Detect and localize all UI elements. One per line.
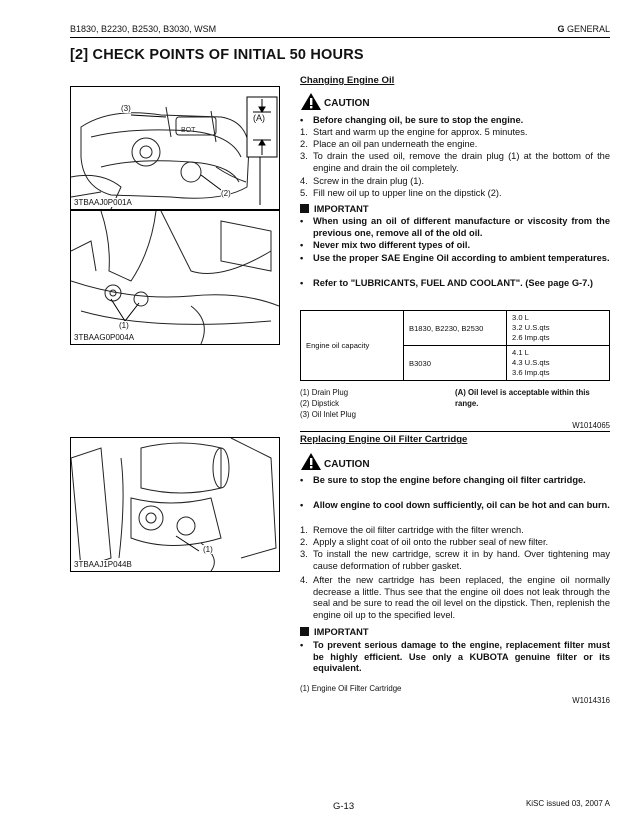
figure-oil-filter: (1) 3TBAAJ1P044B [70,437,280,572]
step-5: 5.Fill new oil up to upper line on the d… [300,188,502,198]
figure-caption: 3TBAAG0P004A [74,333,135,342]
filter-step-2: 2.Apply a slight coat of oil onto the ru… [300,537,549,547]
filter-step-4: 4.After the new cartridge has been repla… [300,575,610,620]
important-bullet-2: •Never mix two different types of oil. [300,240,471,250]
figure-dipstick: BOT (3) (A) (2) 3TBAAJ0P001A [70,86,280,210]
section-divider [300,431,610,432]
header-section: G GENERAL [557,24,610,34]
callout-drain-plug: (1) [119,321,129,330]
capacity-label: Engine oil capacity [300,310,404,381]
legend-list: (1) Drain Plug (2) Dipstick (3) Oil Inle… [300,387,356,420]
filter-step-1: 1.Remove the oil filter cartridge with t… [300,525,524,535]
callout-dipstick: (2) [221,189,231,198]
important-bullet-4: •Refer to "LUBRICANTS, FUEL AND COOLANT"… [300,278,593,288]
caution-label: CAUTION [324,459,370,470]
engine-bottom-illustration [71,211,279,344]
important-bullet-1: •When using an oil of different manufact… [300,216,610,238]
important-square-icon [300,204,309,213]
page-number: G-13 [333,801,355,812]
reference-code: W1014065 [572,421,610,430]
important-square-icon [300,627,309,636]
figure-caption: 3TBAAJ0P001A [74,198,132,207]
header-models: B1830, B2230, B2530, B3030, WSM [70,24,217,34]
warning-triangle-icon [301,453,321,470]
caution-banner [300,452,322,476]
capacity-model-1: B1830, B2230, B2530 [403,310,507,346]
section-heading-filter: Replacing Engine Oil Filter Cartridge [300,434,468,445]
page-title: [2] CHECK POINTS OF INITIAL 50 HOURS [70,47,364,63]
step-2: 2.Place an oil pan underneath the engine… [300,139,478,149]
figure-caption: 3TBAAJ1P044B [74,560,132,569]
issue-info: KiSC issued 03, 2007 A [525,799,610,808]
callout-filter-cartridge: (1) [203,545,213,554]
caution-bullet-2: •Allow engine to cool down sufficiently,… [300,500,610,510]
caution-label: CAUTION [324,98,370,109]
callout-level-range: (A) [253,113,265,123]
section-name: GENERAL [566,24,610,34]
important-bullet-3: •Use the proper SAE Engine Oil according… [300,253,610,263]
legend-item: (1) Drain Plug [300,388,349,397]
caution-banner [300,92,322,116]
header-rule [70,37,610,38]
reference-code: W1014316 [572,696,610,705]
important-heading: IMPORTANT [300,627,369,639]
figure-drain-plug: (1) 3TBAAG0P004A [70,210,280,345]
capacity-values-2: 4.1 L 4.3 U.S.qts 3.6 Imp.qts [506,345,610,381]
oil-capacity-table: Engine oil capacity B1830, B2230, B2530 … [300,310,610,381]
important-bullet: •To prevent serious damage to the engine… [300,640,610,674]
filter-step-3: 3.To install the new cartridge, screw it… [300,549,610,571]
oil-filter-illustration [71,438,277,571]
step-3: 3.To drain the used oil, remove the drai… [300,151,610,173]
legend-a: (A) Oil level is acceptable within this … [455,388,590,408]
section-letter: G [557,24,565,34]
capacity-model-2: B3030 [403,345,507,381]
step-4: 4.Screw in the drain plug (1). [300,176,425,186]
filter-legend: (1) Engine Oil Filter Cartridge [300,684,402,693]
important-heading: IMPORTANT [300,204,369,216]
engine-top-illustration: BOT [71,96,278,209]
caution-bullet: •Before changing oil, be sure to stop th… [300,115,524,125]
capacity-values-1: 3.0 L 3.2 U.S.qts 2.6 Imp.qts [506,310,610,346]
legend-item: (3) Oil Inlet Plug [300,410,356,419]
caution-bullet-1: •Be sure to stop the engine before chang… [300,475,586,485]
step-1: 1.Start and warm up the engine for appro… [300,127,528,137]
warning-triangle-icon [301,93,321,110]
callout-oil-inlet: (3) [121,104,131,113]
legend-item: (2) Dipstick [300,399,339,408]
section-heading-oil: Changing Engine Oil [300,75,395,86]
svg-text:BOT: BOT [181,127,196,134]
